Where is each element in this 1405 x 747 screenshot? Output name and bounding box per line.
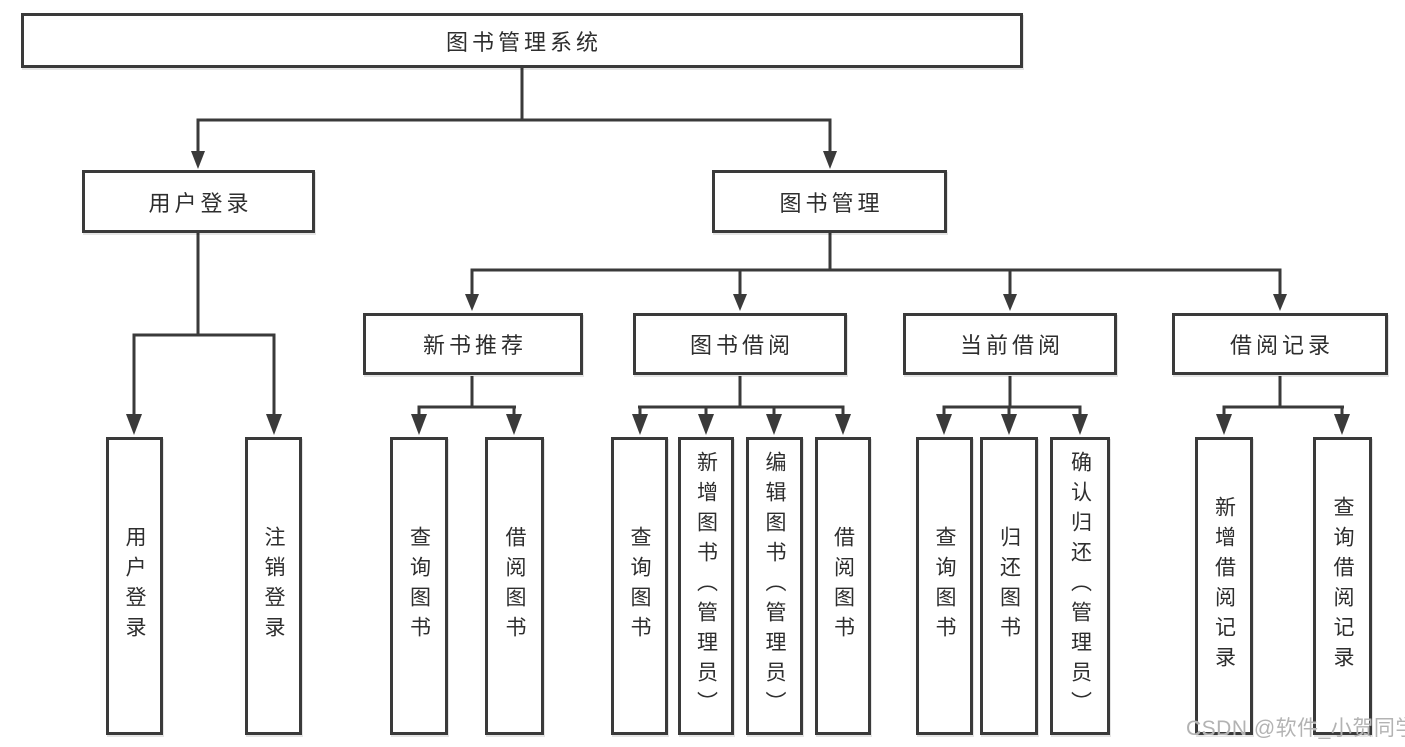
connector-user-login-to-leaves xyxy=(126,233,282,435)
node-root-system-label: 图书管理系统 xyxy=(445,29,602,55)
leaf-br-query-record: 查询借阅记录 xyxy=(1313,437,1372,735)
connector-root-to-level2 xyxy=(191,68,837,169)
leaf-nb-query-book-label: 查询图书 xyxy=(407,526,431,646)
leaf-bb-borrow-book: 借阅图书 xyxy=(815,437,871,735)
leaf-cb-query-book: 查询图书 xyxy=(916,437,973,735)
connector-new-book-recommend-to-leaves xyxy=(411,376,522,435)
connector-book-management-to-level3 xyxy=(465,233,1287,311)
node-book-management-label: 图书管理 xyxy=(779,190,884,216)
leaf-nb-borrow-book-label: 借阅图书 xyxy=(503,526,526,646)
leaf-cb-return-book-label: 归还图书 xyxy=(997,526,1021,646)
leaf-cb-query-book-label: 查询图书 xyxy=(933,526,956,646)
leaf-cb-confirm-return-label: 确认归还（管理员） xyxy=(1068,451,1092,721)
node-book-management: 图书管理 xyxy=(712,170,947,233)
node-user-login-label: 用户登录 xyxy=(148,190,253,216)
node-user-login: 用户登录 xyxy=(82,170,315,233)
leaf-nb-query-book: 查询图书 xyxy=(390,437,448,735)
leaf-cb-return-book: 归还图书 xyxy=(980,437,1038,735)
node-book-borrow-label: 图书借阅 xyxy=(689,333,794,358)
leaf-bb-edit-book: 编辑图书（管理员） xyxy=(746,437,803,735)
leaf-bb-query-book-label: 查询图书 xyxy=(628,526,651,646)
node-new-book-recommend-label: 新书推荐 xyxy=(422,333,527,358)
leaf-br-query-record-label: 查询借阅记录 xyxy=(1331,496,1354,676)
connector-borrow-record-to-leaves xyxy=(1216,376,1350,435)
leaf-bb-query-book: 查询图书 xyxy=(611,437,668,735)
leaf-bb-edit-book-label: 编辑图书（管理员） xyxy=(763,451,786,721)
leaf-user-login-label: 用户登录 xyxy=(123,526,146,646)
node-current-borrow-label: 当前借阅 xyxy=(959,333,1064,358)
leaf-bb-borrow-book-label: 借阅图书 xyxy=(831,526,855,646)
node-current-borrow: 当前借阅 xyxy=(903,313,1117,375)
leaf-nb-borrow-book: 借阅图书 xyxy=(485,437,544,735)
node-borrow-record: 借阅记录 xyxy=(1172,313,1388,375)
node-borrow-record-label: 借阅记录 xyxy=(1229,333,1334,358)
leaf-bb-add-book-label: 新增图书（管理员） xyxy=(694,451,718,721)
leaf-bb-add-book: 新增图书（管理员） xyxy=(678,437,734,735)
connector-book-borrow-to-leaves xyxy=(632,376,851,435)
leaf-cb-confirm-return: 确认归还（管理员） xyxy=(1050,437,1110,735)
csdn-watermark: CSDN @软件_小贺同学 xyxy=(1186,717,1405,740)
node-root-system: 图书管理系统 xyxy=(21,13,1023,68)
node-new-book-recommend: 新书推荐 xyxy=(363,313,583,375)
leaf-br-add-record-label: 新增借阅记录 xyxy=(1212,496,1236,676)
leaf-br-add-record: 新增借阅记录 xyxy=(1195,437,1253,735)
leaf-logout-label: 注销登录 xyxy=(262,526,285,646)
connector-current-borrow-to-leaves xyxy=(936,376,1088,435)
leaf-logout: 注销登录 xyxy=(245,437,302,735)
node-book-borrow: 图书借阅 xyxy=(633,313,847,375)
leaf-user-login: 用户登录 xyxy=(106,437,163,735)
